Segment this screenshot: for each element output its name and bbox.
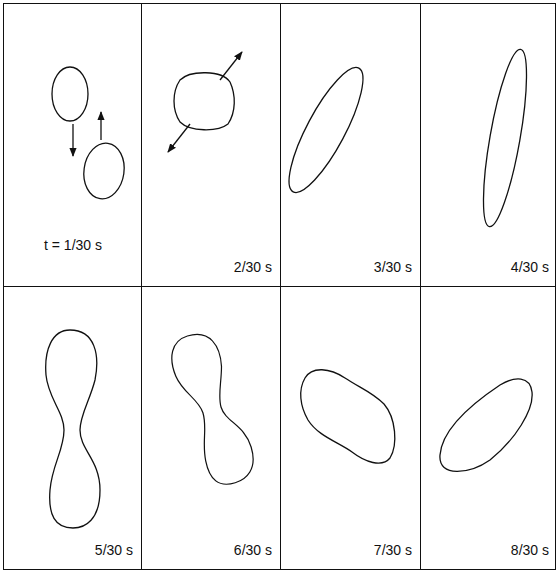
velocity-arrow — [220, 52, 242, 80]
velocity-arrow — [168, 124, 190, 152]
time-label: 7/30 s — [374, 543, 412, 557]
time-frame-panel: 6/30 s — [141, 286, 281, 570]
time-frame-panel: 2/30 s — [141, 3, 281, 287]
drop-outline — [301, 370, 395, 463]
drop-outline — [475, 47, 536, 229]
time-label: 2/30 s — [234, 260, 272, 274]
drop-outline — [165, 328, 259, 491]
time-label: 4/30 s — [511, 260, 549, 274]
drop-outline — [276, 59, 375, 200]
time-frame-panel: 7/30 s — [280, 286, 421, 570]
drop-outline — [440, 379, 532, 471]
velocity-arrow — [100, 112, 101, 140]
velocity-arrow — [72, 124, 73, 156]
time-label: 3/30 s — [374, 260, 412, 274]
drop-outline — [52, 67, 88, 121]
drop-outline — [174, 73, 234, 130]
time-label: t = 1/30 s — [44, 238, 102, 252]
time-label: 6/30 s — [234, 543, 272, 557]
time-frame-panel: 5/30 s — [3, 286, 142, 570]
time-label: 5/30 s — [95, 543, 133, 557]
time-label: 8/30 s — [511, 543, 549, 557]
time-frame-panel: t = 1/30 s — [3, 3, 142, 287]
time-frame-panel: 4/30 s — [420, 3, 556, 287]
time-frame-panel: 3/30 s — [280, 3, 421, 287]
drop-outline — [46, 330, 100, 528]
drop-outline — [80, 140, 127, 201]
time-frame-panel: 8/30 s — [420, 286, 556, 570]
